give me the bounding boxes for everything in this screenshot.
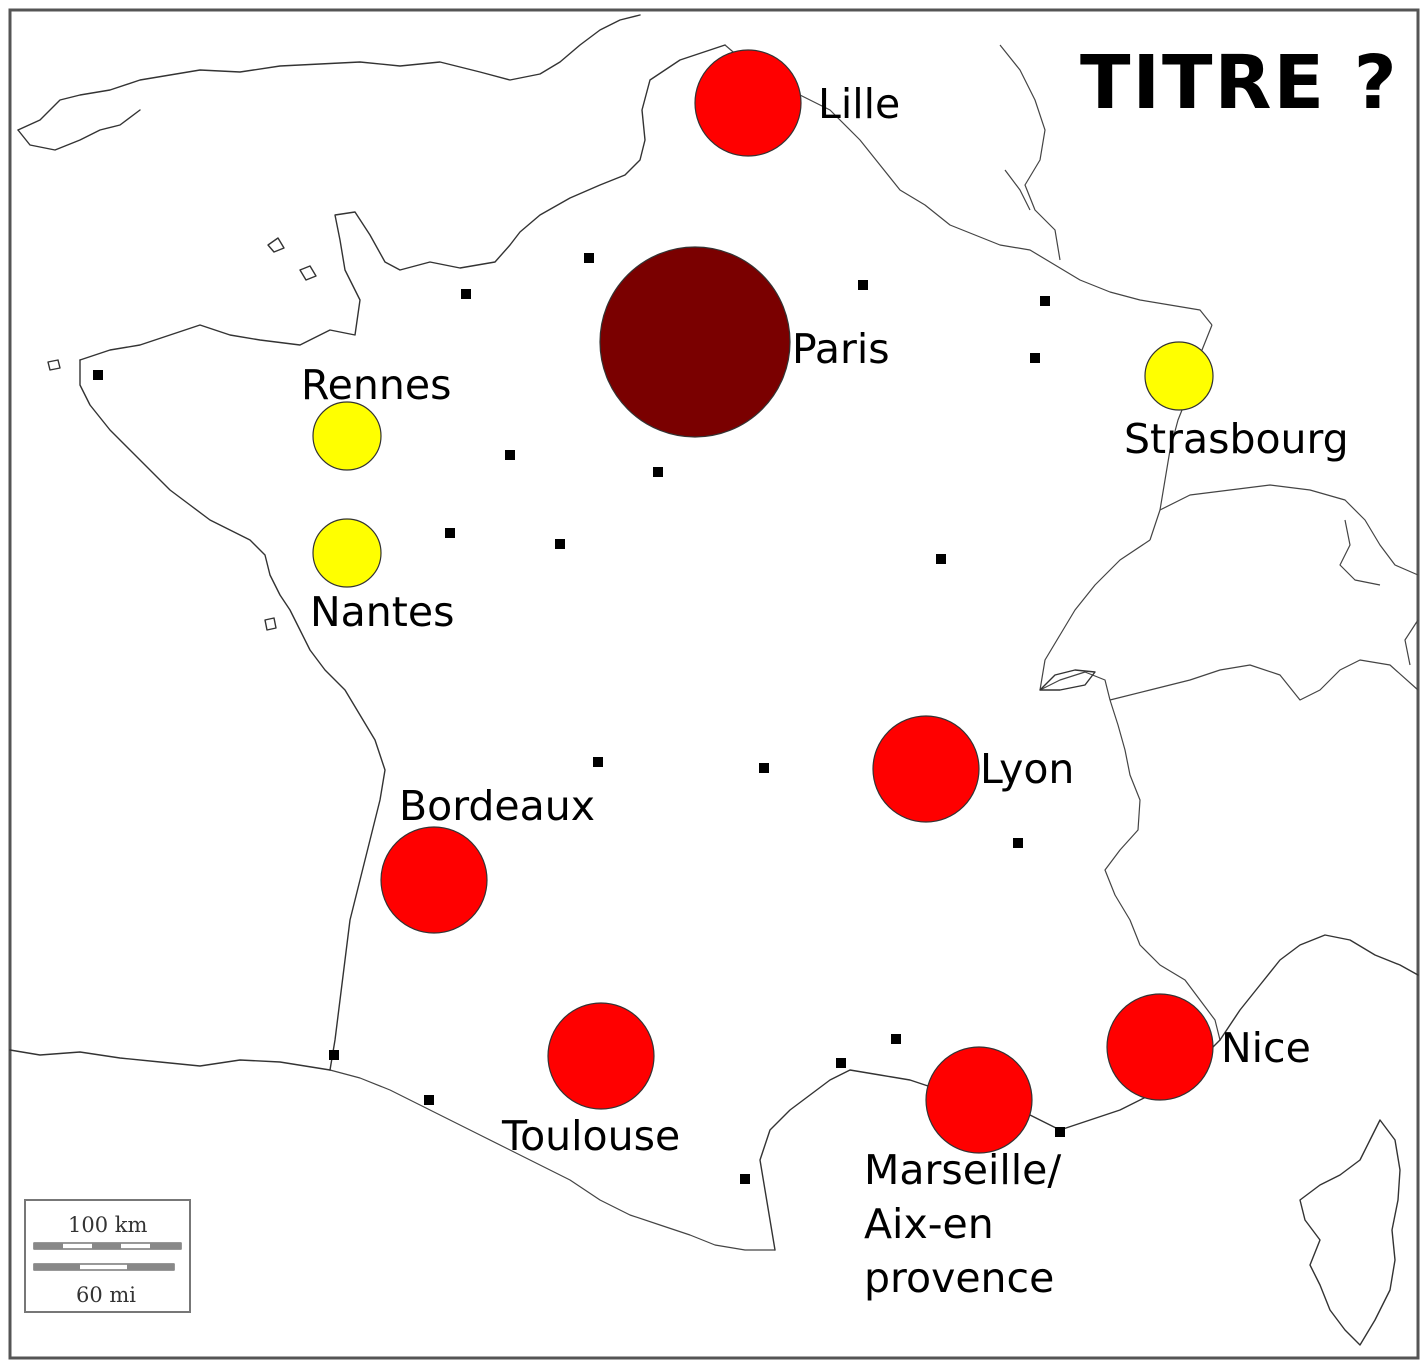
minor-city-marker bbox=[329, 1050, 339, 1060]
label-lyon: Lyon bbox=[980, 745, 1074, 793]
minor-city-markers bbox=[93, 253, 1065, 1184]
bordeaux-circle bbox=[380, 826, 488, 934]
ouessant-island bbox=[47, 359, 61, 371]
label-paris: Paris bbox=[792, 325, 890, 373]
england-coast bbox=[17, 14, 641, 131]
minor-city-marker bbox=[858, 280, 868, 290]
strasbourg-circle bbox=[1144, 341, 1214, 411]
label-rennes: Rennes bbox=[301, 361, 451, 409]
swiss-border bbox=[1039, 539, 1151, 701]
swiss-east bbox=[1159, 484, 1419, 576]
minor-city-marker bbox=[593, 757, 603, 767]
channel-island bbox=[267, 237, 285, 253]
rennes-circle bbox=[312, 401, 382, 471]
marseille-circle bbox=[925, 1046, 1033, 1154]
minor-city-marker bbox=[424, 1095, 434, 1105]
label-strasbourg: Strasbourg bbox=[1124, 415, 1349, 463]
minor-city-marker bbox=[461, 289, 471, 299]
scale-km-segment bbox=[92, 1243, 121, 1249]
lyon-circle bbox=[872, 715, 980, 823]
italy-border bbox=[1404, 619, 1419, 666]
england-west bbox=[17, 109, 141, 151]
italy-coast bbox=[1219, 934, 1419, 1041]
minor-city-marker bbox=[936, 554, 946, 564]
alps-border bbox=[1104, 699, 1221, 1041]
scale-box bbox=[24, 1199, 191, 1313]
scale-mi-label: 60 mi bbox=[76, 1283, 136, 1307]
label-lille: Lille bbox=[818, 80, 900, 128]
label-nantes: Nantes bbox=[310, 588, 454, 636]
map-outlines bbox=[9, 14, 1419, 1346]
scale-km-label: 100 km bbox=[68, 1213, 147, 1237]
nice-circle bbox=[1106, 993, 1214, 1101]
lake-geneva bbox=[1039, 669, 1096, 691]
scale-km-segment bbox=[34, 1243, 63, 1249]
minor-city-marker bbox=[740, 1174, 750, 1184]
scale-mi-segment bbox=[127, 1264, 174, 1270]
minor-city-marker bbox=[1055, 1127, 1065, 1137]
swiss-lake bbox=[1339, 519, 1381, 586]
city-circles bbox=[312, 49, 1214, 1154]
toulouse-circle bbox=[547, 1002, 655, 1110]
mediterranean-coast bbox=[759, 1039, 1221, 1251]
label-marseille-line1: Marseille/ bbox=[864, 1146, 1061, 1194]
lille-circle bbox=[694, 49, 802, 157]
north-coast bbox=[79, 44, 726, 361]
scale-bar: 100 km 60 mi bbox=[24, 1199, 191, 1313]
spain-coast bbox=[9, 1049, 331, 1071]
label-bordeaux: Bordeaux bbox=[399, 782, 595, 830]
city-labels: Lille Paris Rennes Strasbourg Nantes Lyo… bbox=[301, 80, 1349, 1302]
minor-city-marker bbox=[1013, 838, 1023, 848]
paris-circle bbox=[599, 246, 791, 438]
minor-city-marker bbox=[653, 467, 663, 477]
label-marseille-line3: provence bbox=[864, 1254, 1054, 1302]
minor-city-marker bbox=[555, 539, 565, 549]
minor-city-marker bbox=[445, 528, 455, 538]
atlantic-island bbox=[264, 617, 277, 631]
label-nice: Nice bbox=[1221, 1024, 1311, 1072]
swiss-south bbox=[1109, 659, 1419, 701]
benelux-border bbox=[999, 44, 1061, 261]
nantes-circle bbox=[312, 518, 382, 588]
minor-city-marker bbox=[93, 370, 103, 380]
scale-mi-segment bbox=[34, 1264, 80, 1270]
minor-city-marker bbox=[1040, 296, 1050, 306]
map-frame bbox=[8, 8, 1420, 1360]
label-toulouse: Toulouse bbox=[501, 1112, 680, 1160]
minor-city-marker bbox=[891, 1034, 901, 1044]
minor-city-marker bbox=[1030, 353, 1040, 363]
label-marseille-line2: Aix-en bbox=[864, 1200, 994, 1248]
scale-km-segment bbox=[150, 1243, 181, 1249]
minor-city-marker bbox=[584, 253, 594, 263]
channel-island-2 bbox=[299, 265, 317, 281]
atlantic-coast bbox=[79, 359, 386, 1071]
corsica bbox=[1299, 1119, 1401, 1346]
north-east-border bbox=[724, 44, 1213, 326]
minor-city-marker bbox=[759, 763, 769, 773]
minor-city-marker bbox=[505, 450, 515, 460]
pyrenees-border bbox=[329, 1069, 775, 1251]
map-title: TITRE ? bbox=[1080, 40, 1399, 126]
minor-city-marker bbox=[836, 1058, 846, 1068]
germany-inner bbox=[1004, 169, 1031, 211]
